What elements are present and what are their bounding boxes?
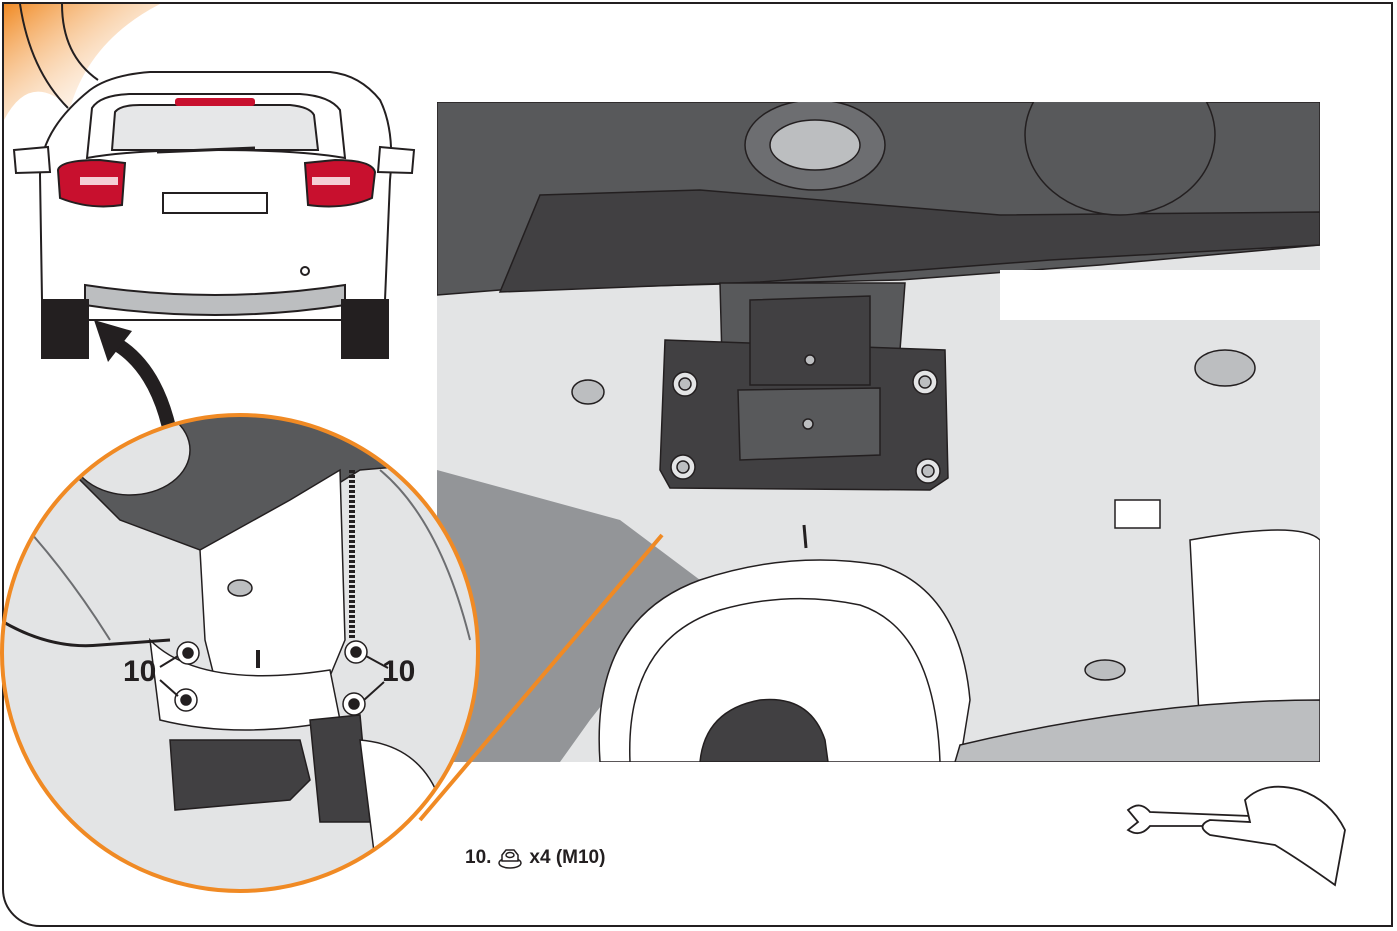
flange-nut-icon: [498, 849, 523, 869]
car-rear-illustration: [12, 71, 416, 359]
orange-corner-tab: [4, 3, 160, 120]
bolt-bottom-right: [342, 692, 366, 716]
zoom-leader-line: [418, 533, 664, 822]
bolt-top-left: [176, 641, 200, 665]
zoom-inset: [0, 413, 480, 893]
bolt-bottom-left: [174, 688, 198, 712]
underbody-main-view: [437, 102, 1320, 762]
callout-label-right: 10: [382, 655, 416, 688]
callout-label-left: 10: [123, 655, 157, 688]
bolt-top-right: [344, 640, 368, 664]
parts-caption: 10. x4 (M10): [465, 846, 605, 870]
caption-quantity: x4 (M10): [529, 847, 606, 868]
wrench-in-hand-icon: [1126, 785, 1346, 887]
caption-step-number: 10.: [465, 847, 492, 868]
